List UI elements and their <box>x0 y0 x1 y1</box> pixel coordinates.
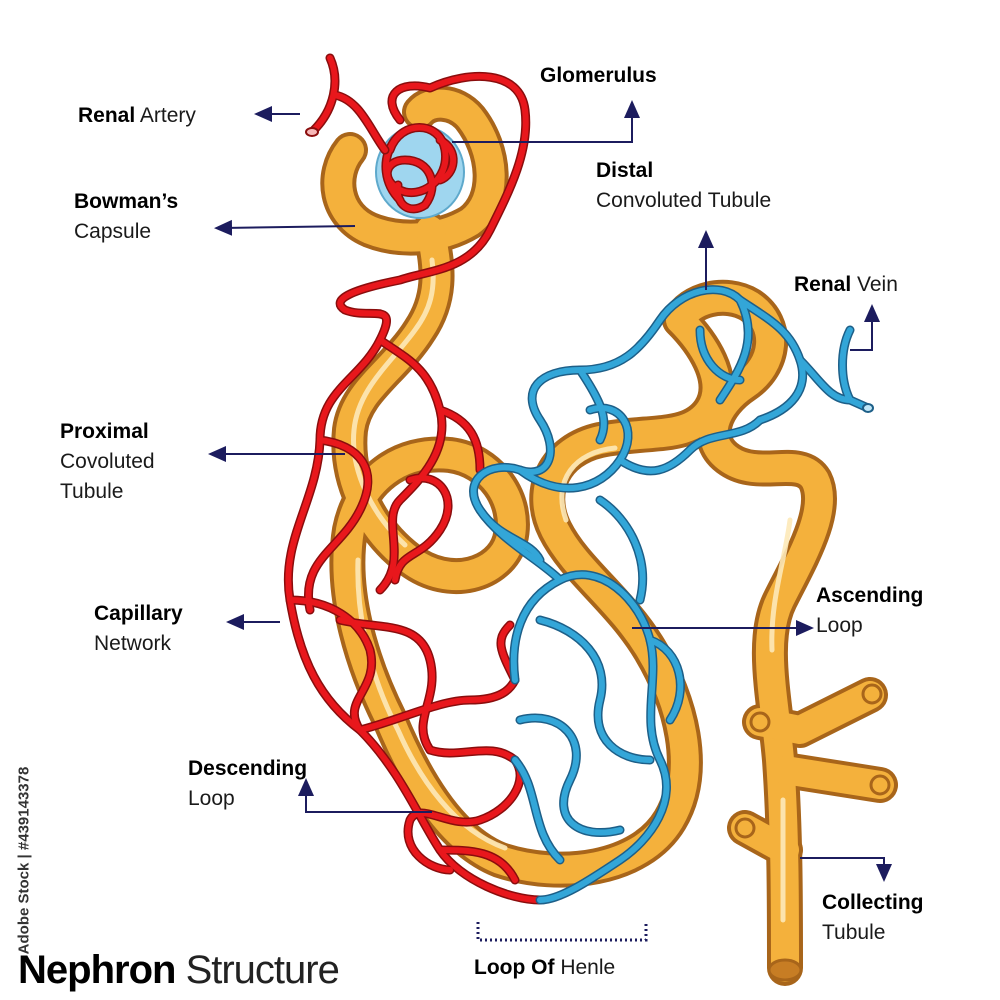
label-collecting-tubule: Collecting Tubule <box>822 888 924 948</box>
label-bowmans-capsule-bold: Bowman’s <box>74 190 179 213</box>
label-renal-vein-regular: Vein <box>857 273 898 296</box>
loop-of-henle-bracket <box>476 922 648 942</box>
pointer-renal-vein <box>850 304 880 351</box>
pointer-glomerulus <box>452 100 640 143</box>
label-loop-of-henle-bold: Loop Of <box>474 956 555 979</box>
label-bowmans-capsule-regular: Capsule <box>74 220 152 243</box>
label-renal-vein-bold: Renal <box>794 273 852 296</box>
label-renal-artery-regular: Artery <box>139 104 196 127</box>
label-capillary-network: Capillary Network <box>94 599 183 659</box>
tubule-system <box>320 85 898 986</box>
label-ascending-loop-bold: Ascending <box>816 584 924 607</box>
label-renal-vein: Renal Vein <box>794 270 898 300</box>
label-glomerulus-bold: Glomerulus <box>540 64 657 87</box>
venous-network <box>469 285 874 905</box>
label-loop-of-henle-regular: Henle <box>560 956 616 979</box>
label-loop-of-henle: Loop Of Henle <box>474 953 615 983</box>
page-title: Nephron Structure <box>18 944 340 996</box>
label-distal-tubule-bold: Distal <box>596 159 654 182</box>
label-proximal-tubule-line1: Covoluted <box>60 450 155 473</box>
label-capillary-network-regular: Network <box>94 632 172 655</box>
label-collecting-tubule-regular: Tubule <box>822 921 886 944</box>
label-proximal-tubule-line2: Tubule <box>60 480 124 503</box>
arterial-network <box>283 53 545 905</box>
leader-lines <box>208 100 892 942</box>
stock-watermark: Adobe Stock | #439143378 <box>15 766 33 955</box>
label-proximal-tubule: Proximal Covoluted Tubule <box>60 417 155 507</box>
label-capillary-network-bold: Capillary <box>94 602 183 625</box>
label-proximal-tubule-bold: Proximal <box>60 420 149 443</box>
label-ascending-loop: Ascending Loop <box>816 581 923 641</box>
label-renal-artery-bold: Renal <box>78 104 136 127</box>
label-descending-loop: Descending Loop <box>188 754 307 814</box>
label-renal-artery: Renal Artery <box>78 101 196 131</box>
page-title-regular: Structure <box>185 948 340 992</box>
pointer-bowmans-capsule <box>214 219 356 236</box>
label-glomerulus: Glomerulus <box>540 61 657 91</box>
pointer-collecting-tubule <box>800 857 892 882</box>
label-ascending-loop-regular: Loop <box>816 614 863 637</box>
page-title-bold: Nephron <box>18 948 176 992</box>
glomerulus-shape <box>375 123 465 219</box>
label-distal-tubule: Distal Convoluted Tubule <box>596 156 771 216</box>
label-collecting-tubule-bold: Collecting <box>822 891 924 914</box>
label-descending-loop-regular: Loop <box>188 787 235 810</box>
label-descending-loop-bold: Descending <box>188 757 308 780</box>
label-distal-tubule-regular: Convoluted Tubule <box>596 189 772 212</box>
pointer-descending-loop <box>298 778 432 813</box>
label-bowmans-capsule: Bowman’s Capsule <box>74 187 178 247</box>
